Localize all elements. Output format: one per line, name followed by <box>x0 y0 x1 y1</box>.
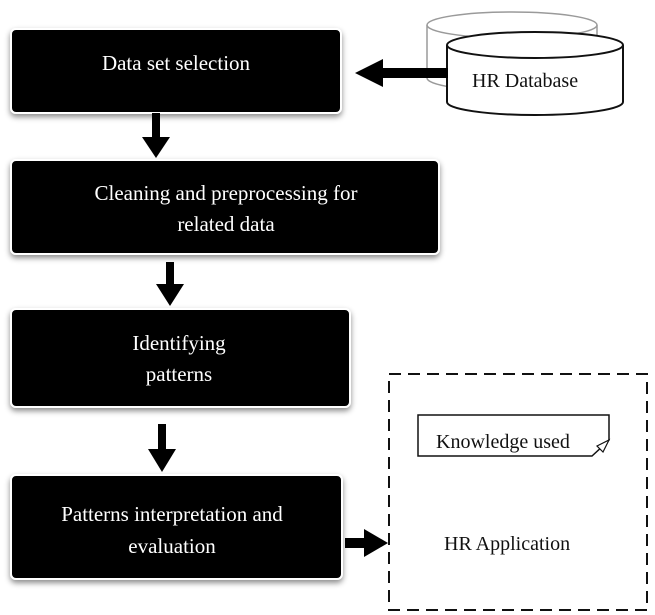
step-label-line-2: evaluation <box>128 534 216 558</box>
step-label: Data set selection <box>102 51 251 75</box>
step-identifying-patterns: Identifying patterns <box>10 308 351 408</box>
step-label-line-1: Cleaning and preprocessing for <box>94 181 357 205</box>
arrow-down-1 <box>142 113 170 158</box>
knowledge-used-label: Knowledge used <box>436 431 570 453</box>
arrow-down-2 <box>156 262 184 306</box>
arrow-from-database <box>355 59 448 87</box>
knowledge-document-icon <box>417 414 611 457</box>
step-box <box>10 159 440 255</box>
step-label-line-1: Patterns interpretation and <box>61 502 283 526</box>
application-dashed-frame <box>388 373 648 611</box>
database-label: HR Database <box>472 70 578 92</box>
step-patterns-interpretation: Patterns interpretation and evaluation <box>10 474 343 580</box>
arrow-to-application <box>345 529 388 557</box>
hr-application: Knowledge used HR Application <box>388 373 648 611</box>
step-label-line-2: patterns <box>146 362 212 386</box>
step-cleaning-preprocessing: Cleaning and preprocessing for related d… <box>10 159 440 255</box>
step-label-line-1: Identifying <box>132 331 226 355</box>
application-label: HR Application <box>444 533 570 555</box>
step-box <box>10 308 351 408</box>
hr-database: HR Database <box>426 11 624 116</box>
step-box <box>10 474 343 580</box>
arrow-down-3 <box>148 424 176 472</box>
step-label-line-2: related data <box>177 212 275 236</box>
database-front-cylinder <box>446 31 624 116</box>
step-box <box>10 28 342 114</box>
step-data-set-selection: Data set selection <box>10 28 342 114</box>
